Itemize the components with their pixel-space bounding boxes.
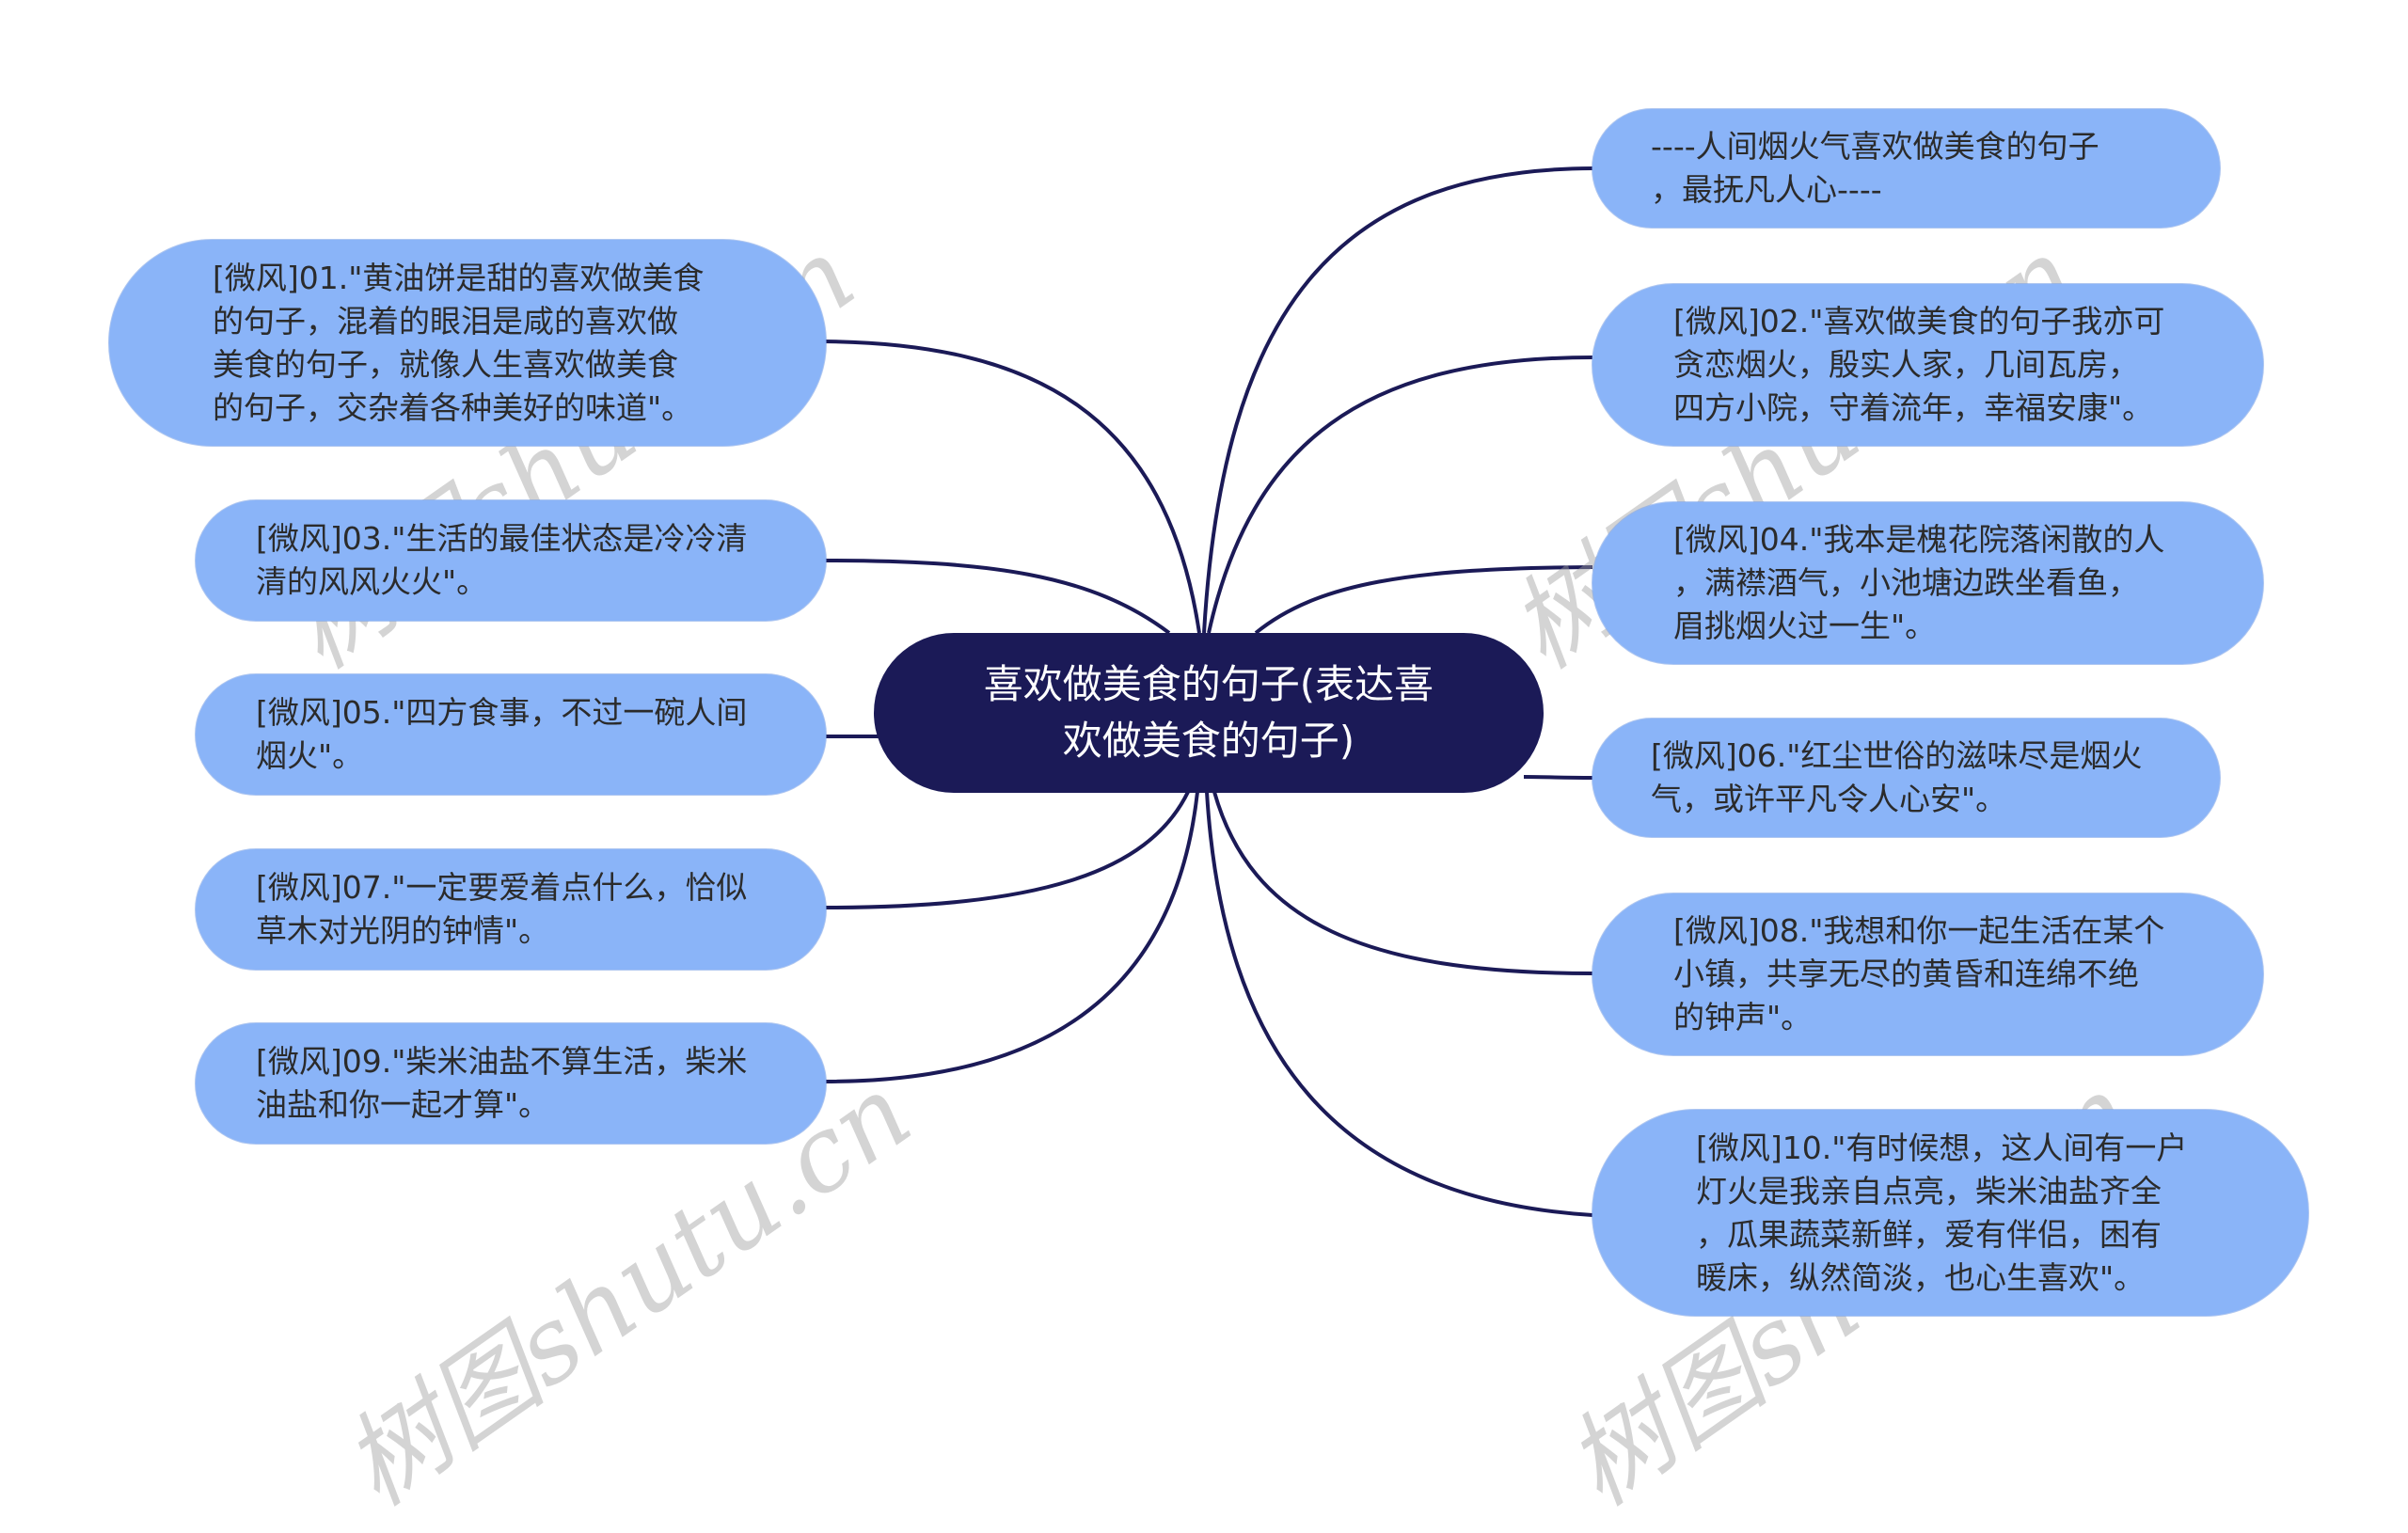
topic-node-09[interactable]: [微风]09."柴米油盐不算生活，柴米 油盐和你一起才算"。	[196, 1023, 826, 1144]
topic-label: [微风]03."生活的最佳状态是冷冷清 清的风风火火"。	[256, 520, 748, 600]
topic-label: [微风]10."有时候想，这人间有一户 灯火是我亲自点亮，柴米油盐齐全 ，瓜果蔬…	[1696, 1129, 2188, 1296]
topic-node-right-intro[interactable]: ----人间烟火气喜欢做美食的句子 ，最抚凡人心----	[1592, 109, 2220, 228]
connector-left-1	[822, 559, 1171, 635]
central-topic-label: 喜欢做美食的句子(表达喜 欢做美食的句子)	[983, 661, 1434, 764]
topic-label: [微风]05."四方食事，不过一碗人间 烟火"。	[256, 694, 748, 774]
topic-node-04[interactable]: [微风]04."我本是槐花院落闲散的人 ，满襟酒气，小池塘边跌坐看鱼， 眉挑烟火…	[1592, 502, 2263, 664]
topic-label: [微风]04."我本是槐花院落闲散的人 ，满襟酒气，小池塘边跌坐看鱼， 眉挑烟火…	[1673, 521, 2165, 644]
connector-right-1	[1207, 356, 1593, 634]
topic-node-07[interactable]: [微风]07."一定要爱着点什么，恰似 草木对光阴的钟情"。	[196, 849, 826, 970]
connector-right-5	[1205, 791, 1593, 1217]
topic-node-08[interactable]: [微风]08."我想和你一起生活在某个 小镇，共享无尽的黄昏和连绵不绝 的钟声"…	[1592, 893, 2263, 1055]
central-topic-node[interactable]: 喜欢做美食的句子(表达喜 欢做美食的句子)	[874, 633, 1544, 793]
topic-label: [微风]01."黄油饼是甜的喜欢做美食 的句子，混着的眼泪是咸的喜欢做 美食的句…	[213, 259, 705, 426]
connector-right-4	[1212, 791, 1593, 975]
topic-node-05[interactable]: [微风]05."四方食事，不过一碗人间 烟火"。	[196, 674, 826, 795]
connector-left-0	[822, 340, 1201, 634]
topic-node-06[interactable]: [微风]06."红尘世俗的滋味尽是烟火 气，或许平凡令人心安"。	[1592, 719, 2220, 837]
topic-node-02[interactable]: [微风]02."喜欢做美食的句子我亦可 贪恋烟火，殷实人家，几间瓦房， 四方小院…	[1592, 284, 2263, 446]
connector-right-2	[1254, 565, 1593, 635]
topic-label: [微风]06."红尘世俗的滋味尽是烟火 气，或许平凡令人心安"。	[1651, 737, 2143, 817]
connector-left-4	[825, 791, 1199, 1083]
topic-label: [微风]07."一定要爱着点什么，恰似 草木对光阴的钟情"。	[256, 869, 748, 949]
connector-left-3	[825, 791, 1190, 909]
topic-label: [微风]08."我想和你一起生活在某个 小镇，共享无尽的黄昏和连绵不绝 的钟声"…	[1673, 912, 2165, 1035]
connector-lines	[822, 166, 1593, 1217]
topic-label: [微风]09."柴米油盐不算生活，柴米 油盐和你一起才算"。	[256, 1043, 748, 1123]
connector-right-0	[1202, 166, 1593, 634]
topic-node-03[interactable]: [微风]03."生活的最佳状态是冷冷清 清的风风火火"。	[196, 500, 826, 621]
topic-node-10[interactable]: [微风]10."有时候想，这人间有一户 灯火是我亲自点亮，柴米油盐齐全 ，瓜果蔬…	[1592, 1110, 2308, 1316]
connector-right-3	[1523, 775, 1593, 780]
topic-node-01[interactable]: [微风]01."黄油饼是甜的喜欢做美食 的句子，混着的眼泪是咸的喜欢做 美食的句…	[109, 240, 826, 446]
topic-label: [微风]02."喜欢做美食的句子我亦可 贪恋烟火，殷实人家，几间瓦房， 四方小院…	[1673, 303, 2165, 426]
topic-label: ----人间烟火气喜欢做美食的句子 ，最抚凡人心----	[1651, 128, 2099, 208]
